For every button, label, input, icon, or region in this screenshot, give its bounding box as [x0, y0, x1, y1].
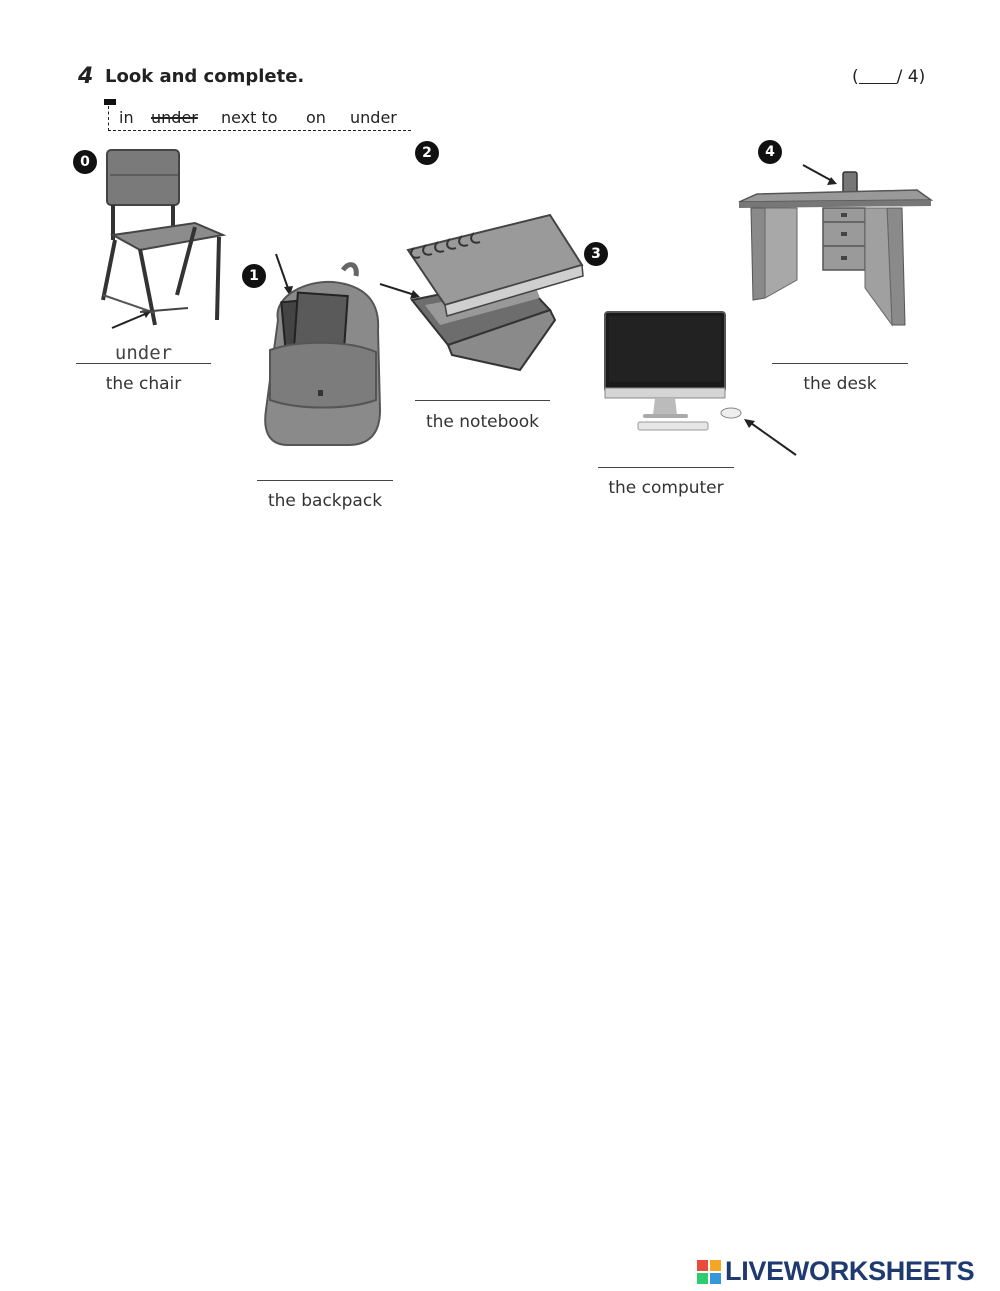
logo-tile — [697, 1272, 708, 1284]
logo-tile — [697, 1259, 708, 1271]
item-label: the computer — [608, 478, 724, 498]
item-label: the backpack — [267, 491, 383, 511]
item-number-badge: 1 — [242, 264, 266, 288]
answer-text: under — [114, 342, 173, 364]
arrow-icon — [802, 164, 837, 185]
chair-image — [101, 149, 227, 326]
exercise-title: Look and complete. — [105, 66, 305, 87]
score-open: ( — [852, 67, 859, 87]
arrow-icon — [111, 307, 189, 329]
desk-image — [738, 171, 934, 327]
word-bank-item-used: under — [151, 108, 198, 127]
word-bank-item: under — [350, 108, 397, 127]
arrow-icon — [744, 419, 797, 456]
answer-line — [76, 363, 211, 364]
word-bank-item: in — [119, 108, 134, 127]
item-number-badge: 2 — [415, 141, 439, 165]
exercise-number: 4 — [78, 64, 94, 89]
liveworksheets-logo[interactable]: LIVEWORKSHEETS — [697, 1256, 975, 1287]
notebook-image — [406, 213, 584, 372]
backpack-image — [264, 262, 382, 446]
answer-line — [415, 400, 550, 401]
word-bank: in under next to on under — [104, 99, 411, 131]
computer-image — [604, 311, 742, 431]
word-bank-item: on — [306, 108, 326, 127]
score-total: / 4) — [896, 67, 926, 87]
item-label: the chair — [105, 374, 182, 394]
logo-tile — [710, 1259, 721, 1271]
answer-line — [257, 480, 393, 481]
score-blank — [858, 69, 897, 84]
item-number-badge: 3 — [584, 242, 608, 266]
item-label: the notebook — [425, 412, 540, 432]
logo-tiles-icon — [697, 1259, 721, 1284]
word-bank-item: next to — [221, 108, 278, 127]
score-box: ( / 4) — [852, 67, 925, 87]
item-number-badge: 4 — [758, 140, 782, 164]
item-label: the desk — [803, 374, 877, 394]
logo-text: LIVEWORKSHEETS — [725, 1256, 975, 1286]
logo-tile — [710, 1272, 721, 1284]
answer-line — [772, 363, 908, 364]
arrow-icon — [379, 283, 420, 299]
item-number-badge: 0 — [73, 150, 97, 174]
word-bank-handle[interactable] — [104, 99, 116, 105]
answer-line — [598, 467, 734, 468]
